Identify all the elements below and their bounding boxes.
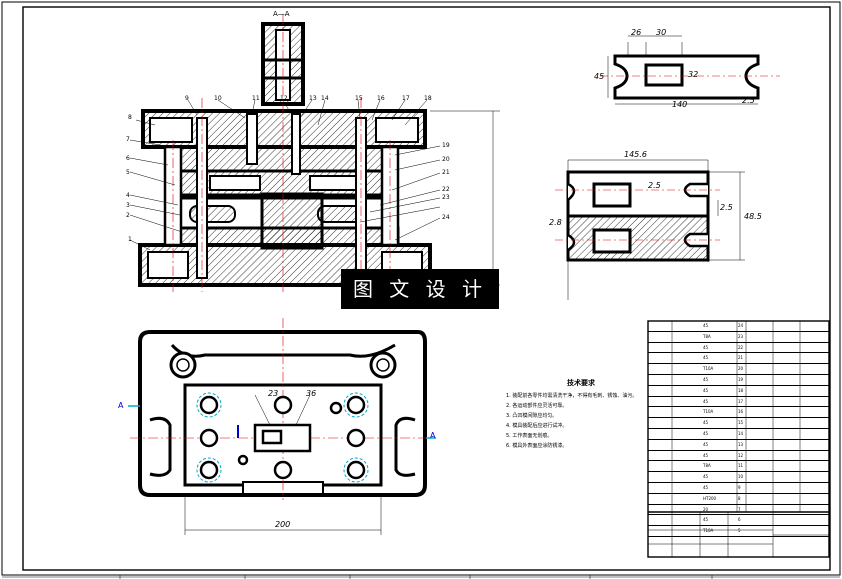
callout-10: 10 xyxy=(214,95,222,102)
callout-9: 9 xyxy=(185,95,189,102)
callout-21: 21 xyxy=(442,169,450,176)
dim-part1-height: 45 xyxy=(594,72,605,81)
callout-3: 3 xyxy=(126,202,130,209)
callout-8: 8 xyxy=(128,114,132,121)
section-view-aa xyxy=(129,14,500,292)
dim-part1-b: 30 xyxy=(656,28,667,37)
dim-part1-a: 26 xyxy=(631,28,642,37)
callout-14: 14 xyxy=(321,95,329,102)
dim-plan-width: 200 xyxy=(275,520,291,529)
callout-24: 24 xyxy=(442,214,450,221)
callout-7: 7 xyxy=(126,136,130,143)
callout-2: 2 xyxy=(126,212,130,219)
callout-13: 13 xyxy=(309,95,317,102)
tech-item: 3. 凸凹模间隙应均匀。 xyxy=(506,413,558,419)
callout-1: 1 xyxy=(128,236,132,243)
callout-23: 23 xyxy=(442,194,450,201)
technical-requirements: 技术要求 1. 装配前各零件均需清洗干净，不得有毛刺、锈蚀、油污。 2. 各运动… xyxy=(506,378,656,451)
callout-17: 17 xyxy=(402,95,410,102)
dim-plan-c1: 23 xyxy=(268,389,279,398)
dim-part1-r: 2.5 xyxy=(742,96,755,105)
plan-view xyxy=(128,318,436,535)
watermark: 图 文 设 计 xyxy=(341,269,499,309)
callout-4: 4 xyxy=(126,192,130,199)
tech-item: 6. 模具外表面应涂防锈漆。 xyxy=(506,443,568,449)
tech-item: 2. 各运动部件应灵活可靠。 xyxy=(506,403,568,409)
dim-part2-b: 2.8 xyxy=(549,218,562,227)
dim-part2-width: 145.6 xyxy=(624,150,647,159)
dim-plan-c2: 36 xyxy=(306,389,317,398)
view-arrow-right: A xyxy=(430,431,436,440)
inner-frame xyxy=(22,6,831,571)
callout-15: 15 xyxy=(355,95,363,102)
dim-part1-c: 32 xyxy=(688,70,699,79)
callout-5: 5 xyxy=(126,169,130,176)
tech-title: 技术要求 xyxy=(567,379,595,387)
part-detail-1 xyxy=(600,35,780,105)
callout-19: 19 xyxy=(442,142,450,149)
dim-part2-height: 48.5 xyxy=(744,212,762,221)
callout-18: 18 xyxy=(424,95,432,102)
callout-16: 16 xyxy=(377,95,385,102)
dim-part2-a: 2.5 xyxy=(648,181,661,190)
tech-item: 4. 模具装配后应进行试冲。 xyxy=(506,423,568,429)
tech-item: 1. 装配前各零件均需清洗干净，不得有毛刺、锈蚀、油污。 xyxy=(506,393,638,399)
dim-part2-c: 2.5 xyxy=(720,203,733,212)
callout-22: 22 xyxy=(442,186,450,193)
callout-20: 20 xyxy=(442,156,450,163)
callout-11: 11 xyxy=(252,95,260,102)
view-arrow-left: A xyxy=(118,401,124,410)
section-label: A—A xyxy=(273,10,290,18)
part-detail-2 xyxy=(555,159,745,300)
table-row: 24451 xyxy=(648,321,829,332)
dim-part1-width: 140 xyxy=(672,100,688,109)
callout-6: 6 xyxy=(126,155,130,162)
tech-item: 5. 工作表面无划痕。 xyxy=(506,433,553,439)
callout-12: 12 xyxy=(280,95,288,102)
